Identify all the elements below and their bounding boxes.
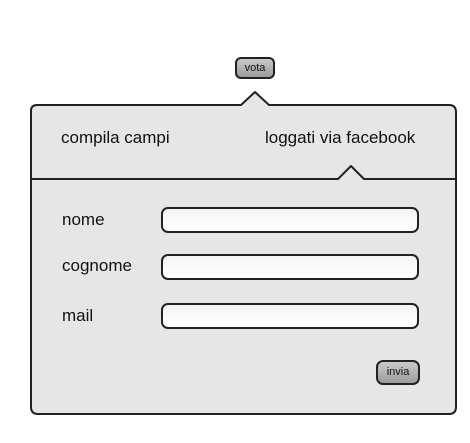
nome-field[interactable] bbox=[161, 207, 419, 233]
invia-button[interactable]: invia bbox=[376, 360, 420, 385]
nome-label: nome bbox=[62, 210, 105, 229]
tab-loggati-via-facebook[interactable]: loggati via facebook bbox=[265, 128, 416, 147]
vota-button[interactable]: vota bbox=[235, 57, 275, 79]
mail-field[interactable] bbox=[161, 303, 419, 329]
tab-compila-campi[interactable]: compila campi bbox=[61, 128, 170, 147]
mail-label: mail bbox=[62, 306, 94, 325]
cognome-label: cognome bbox=[62, 256, 132, 275]
cognome-field[interactable] bbox=[161, 254, 419, 280]
